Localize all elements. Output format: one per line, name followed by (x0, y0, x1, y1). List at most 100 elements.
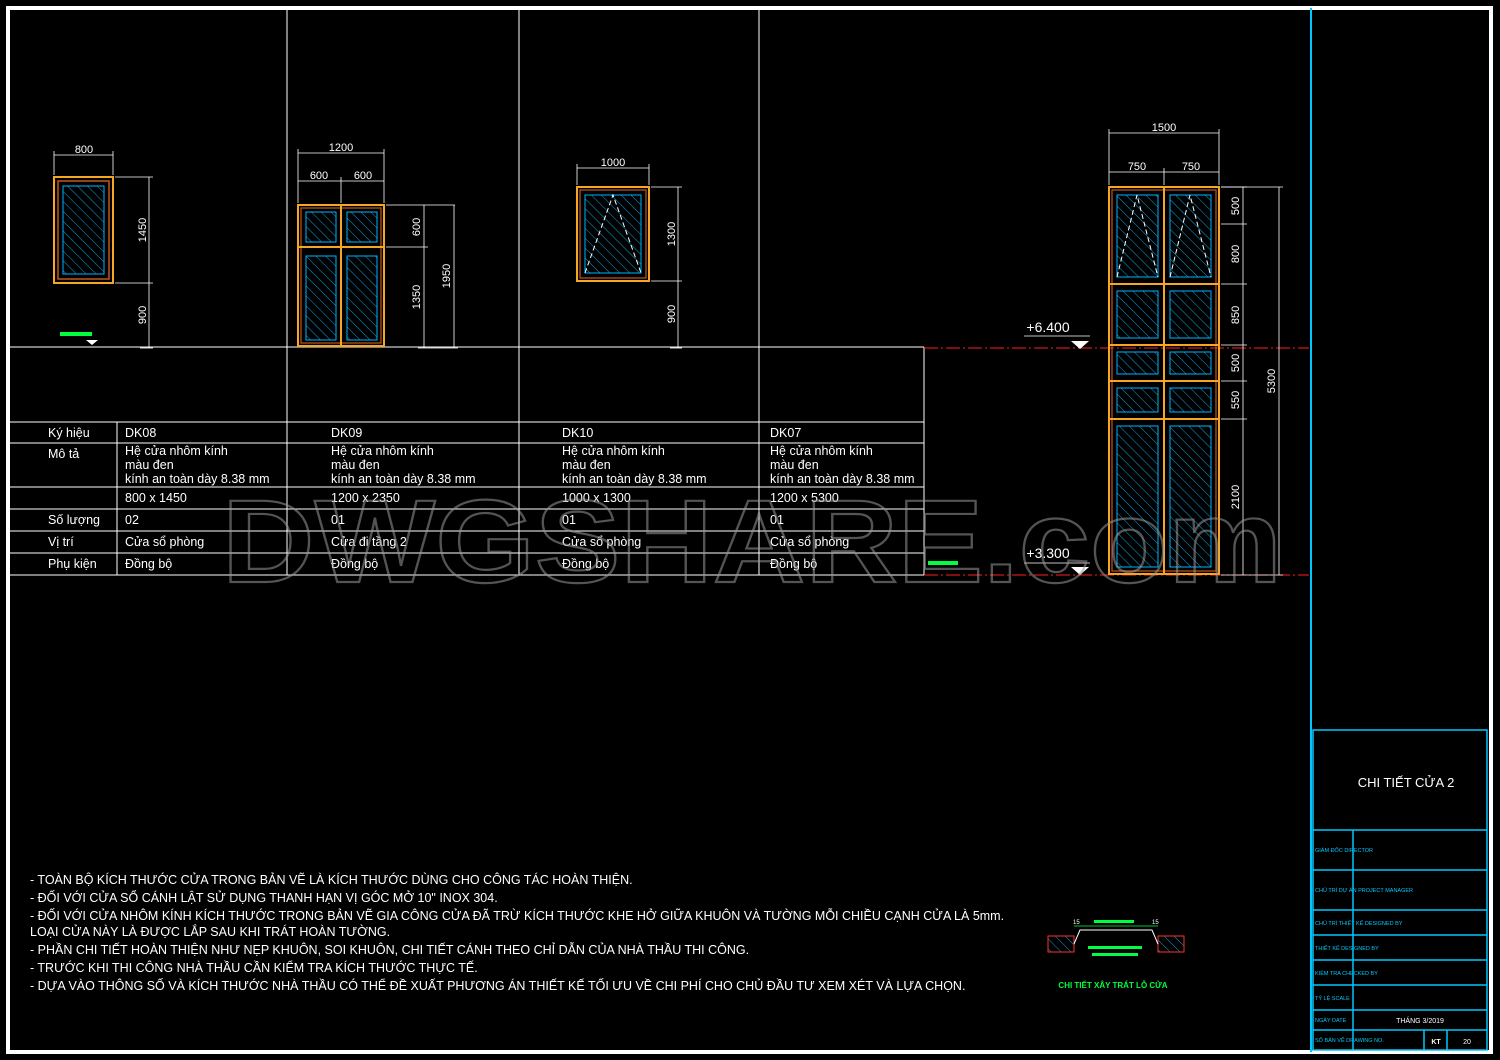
elevation-dk07: 1500 750 750 500 800 850 500 550 2100 53… (1108, 122, 1283, 576)
dk07-h3-dim: 850 (1230, 306, 1242, 324)
svg-text:Đồng bộ: Đồng bộ (770, 557, 817, 571)
dk09-leaf-left-dim: 600 (310, 170, 328, 182)
title-block (1312, 729, 1488, 1051)
dk07-h4-dim: 500 (1230, 354, 1242, 372)
svg-text:Hệ cửa nhôm kính: Hệ cửa nhôm kính (331, 444, 434, 458)
svg-text:DK08: DK08 (125, 426, 156, 440)
schedule-col-dk08: DK08 Hệ cửa nhôm kính màu đen kính an to… (125, 426, 270, 571)
label-desc: Mô tả (48, 447, 79, 461)
svg-text:DK09: DK09 (331, 426, 362, 440)
label-loc: Vị trí (48, 535, 74, 549)
schedule-table (10, 421, 924, 576)
svg-text:màu đen: màu đen (125, 458, 174, 472)
dk09-bottom-dim: 1350 (411, 285, 423, 309)
dk08-height-dim: 1450 (137, 218, 149, 242)
level-upper-label: +6.400 (1026, 319, 1069, 335)
svg-text:- DỰA VÀO THÔNG SỐ VÀ KÍCH TH: - DỰA VÀO THÔNG SỐ VÀ KÍCH THƯỚC NHÀ THẦ… (30, 978, 965, 993)
svg-text:Hệ cửa nhôm kính: Hệ cửa nhôm kính (770, 444, 873, 458)
dk09-leaf-right-dim: 600 (354, 170, 372, 182)
level-lower-label: +3.300 (1026, 545, 1069, 561)
general-notes: - TOÀN BỘ KÍCH THƯỚC CỬA TRONG BẢN VẼ LÀ… (30, 872, 1004, 993)
dk07-leaf-left-dim: 750 (1128, 161, 1146, 173)
svg-text:- ĐỐI VỚI CỬA SỔ CÁNH LẬT SỬ D: - ĐỐI VỚI CỬA SỔ CÁNH LẬT SỬ DỤNG THANH … (30, 890, 498, 905)
outer-frame (6, 6, 1493, 1054)
schedule-col-dk07: DK07 Hệ cửa nhôm kính màu đen kính an to… (770, 426, 915, 571)
svg-text:Cửa sổ phòng: Cửa sổ phòng (125, 535, 204, 549)
svg-text:01: 01 (770, 513, 784, 527)
svg-text:LOẠI CỬA NÀY LÀ ĐƯỢC LẮP SAU K: LOẠI CỬA NÀY LÀ ĐƯỢC LẮP SAU KHI TRÁT HO… (30, 924, 390, 939)
dk10-sill-dim: 900 (666, 305, 678, 323)
svg-text:màu đen: màu đen (331, 458, 380, 472)
dk07-h6-dim: 2100 (1230, 485, 1242, 509)
elevation-dk10: 1000 1300 900 (576, 157, 682, 349)
svg-text:1200 x 5300: 1200 x 5300 (770, 491, 839, 505)
svg-text:- TOÀN BỘ KÍCH THƯỚC CỬA TRONG: - TOÀN BỘ KÍCH THƯỚC CỬA TRONG BẢN VẼ LÀ… (30, 872, 633, 887)
dk07-h5-dim: 550 (1230, 391, 1242, 409)
dk10-height-dim: 1300 (666, 222, 678, 246)
dk07-width-dim: 1500 (1152, 122, 1176, 134)
titleblock-date: THÁNG 3/2019 (1396, 1016, 1444, 1025)
elevation-dk08: 800 1450 900 (53, 144, 153, 349)
dk07-leaf-right-dim: 750 (1182, 161, 1200, 173)
svg-text:Hệ cửa nhôm kính: Hệ cửa nhôm kính (562, 444, 665, 458)
svg-text:Cửa sổ phòng: Cửa sổ phòng (770, 535, 849, 549)
svg-text:kính an toàn dày 8.38 mm: kính an toàn dày 8.38 mm (331, 472, 476, 486)
svg-text:Đồng bộ: Đồng bộ (331, 557, 378, 571)
floor-level-marker (60, 332, 92, 336)
svg-text:kính an toàn dày 8.38 mm: kính an toàn dày 8.38 mm (562, 472, 707, 486)
level-arrow-icon (86, 340, 98, 345)
dk07-total-dim: 5300 (1266, 369, 1278, 393)
svg-text:kính an toàn dày 8.38 mm: kính an toàn dày 8.38 mm (125, 472, 270, 486)
floor-level-marker-2 (928, 561, 958, 565)
svg-text:Đồng bộ: Đồng bộ (562, 557, 609, 571)
plaster-detail: 15 15 (1047, 920, 1185, 956)
label-acc: Phụ kiện (48, 557, 97, 571)
svg-text:- ĐỐI VỚI CỬA NHÔM KÍNH KÍCH T: - ĐỐI VỚI CỬA NHÔM KÍNH KÍCH THƯỚC TRONG… (30, 908, 1004, 923)
svg-text:màu đen: màu đen (770, 458, 819, 472)
dk09-top-dim: 600 (411, 218, 423, 236)
level-lower-arrow-icon (1071, 567, 1089, 575)
dk09-width-dim: 1200 (329, 142, 353, 154)
svg-text:800 x 1450: 800 x 1450 (125, 491, 187, 505)
svg-text:CHỦ TRÌ DỰ ÁN PROJECT MANAGER: CHỦ TRÌ DỰ ÁN PROJECT MANAGER (1315, 887, 1413, 894)
label-qty: Số lượng (48, 513, 100, 527)
svg-text:Cửa đi tầng 2: Cửa đi tầng 2 (331, 535, 407, 549)
dk07-h2-dim: 800 (1230, 245, 1242, 263)
titleblock-code: KT (1431, 1039, 1441, 1046)
dk09-total-dim: 1950 (441, 264, 453, 288)
svg-text:1000 x 1300: 1000 x 1300 (562, 491, 631, 505)
dk08-sill-dim: 900 (137, 306, 149, 324)
svg-text:kính an toàn dày 8.38 mm: kính an toàn dày 8.38 mm (770, 472, 915, 486)
svg-text:1200 x 2350: 1200 x 2350 (331, 491, 400, 505)
label-code: Ký hiệu (48, 426, 90, 440)
level-upper-arrow-icon (1071, 341, 1089, 349)
svg-text:15: 15 (1073, 920, 1080, 926)
svg-text:TỶ LỆ SCALE: TỶ LỆ SCALE (1315, 994, 1350, 1002)
svg-text:01: 01 (331, 513, 345, 527)
svg-text:Đồng bộ: Đồng bộ (125, 557, 172, 571)
svg-text:02: 02 (125, 513, 139, 527)
svg-text:15: 15 (1152, 920, 1159, 926)
svg-text:Hệ cửa nhôm kính: Hệ cửa nhôm kính (125, 444, 228, 458)
svg-text:THIẾT KẾ DESIGNED BY: THIẾT KẾ DESIGNED BY (1315, 945, 1379, 952)
schedule-col-dk10: DK10 Hệ cửa nhôm kính màu đen kính an to… (562, 426, 707, 571)
svg-text:KIỂM TRA CHECKED BY: KIỂM TRA CHECKED BY (1315, 970, 1378, 977)
dk08-width-dim: 800 (75, 144, 93, 156)
svg-text:DK10: DK10 (562, 426, 593, 440)
dk10-width-dim: 1000 (601, 157, 625, 169)
column-separators (10, 10, 925, 575)
svg-text:NGÀY DATE: NGÀY DATE (1315, 1017, 1347, 1024)
dk07-h1-dim: 500 (1230, 197, 1242, 215)
detail-title: CHI TIẾT XÂY TRÁT LỖ CỬA (1058, 980, 1167, 990)
svg-text:GIÁM ĐỐC DIRECTOR: GIÁM ĐỐC DIRECTOR (1315, 847, 1373, 854)
svg-text:CHỦ TRÌ THIẾT KẾ DESIGNED BY: CHỦ TRÌ THIẾT KẾ DESIGNED BY (1315, 920, 1403, 927)
svg-text:màu đen: màu đen (562, 458, 611, 472)
svg-text:01: 01 (562, 513, 576, 527)
titleblock-number: 20 (1463, 1039, 1471, 1046)
svg-text:DK07: DK07 (770, 426, 801, 440)
titleblock-labels: GIÁM ĐỐC DIRECTOR CHỦ TRÌ DỰ ÁN PROJECT … (1315, 847, 1413, 1044)
elevation-dk09: 1200 600 600 600 1350 1950 (297, 142, 458, 349)
watermark: DWGSHARE.com (222, 476, 1282, 608)
svg-text:SỐ BẢN VẼ DRAWING NO.: SỐ BẢN VẼ DRAWING NO. (1315, 1037, 1384, 1044)
